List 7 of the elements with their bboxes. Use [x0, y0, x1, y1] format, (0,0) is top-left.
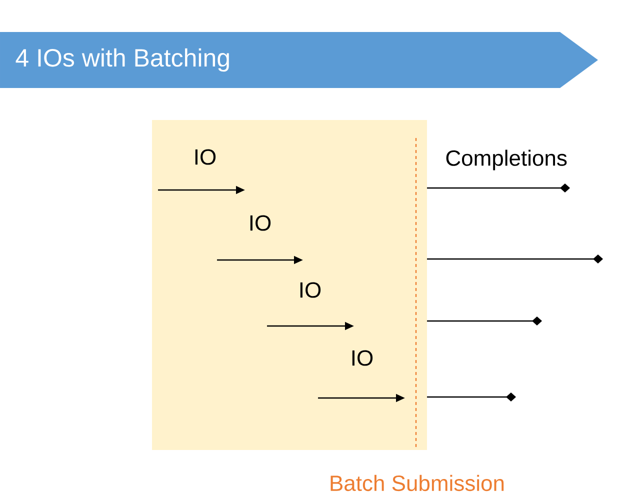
text-label: Completions	[446, 150, 567, 170]
text-label: IO	[195, 149, 216, 165]
text-label: IO	[300, 282, 321, 298]
text-label: Batch Submission	[330, 474, 504, 492]
text-label: IO	[250, 215, 271, 231]
title-banner: 4 IOs with Batching	[0, 32, 598, 88]
text-label: IO	[352, 350, 373, 366]
